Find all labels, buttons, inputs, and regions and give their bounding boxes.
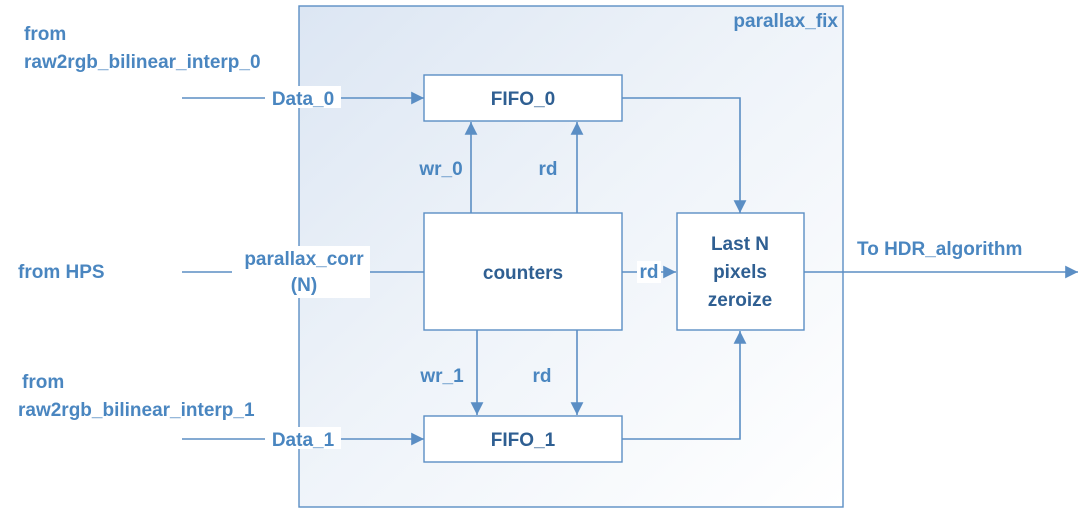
data0-label: Data_0: [272, 89, 334, 110]
wr1-label: wr_1: [419, 366, 464, 387]
fifo1-out-wire: [622, 331, 747, 440]
rd-mid-label: rd: [640, 262, 659, 283]
input1-source-label: raw2rgb_bilinear_interp_1: [18, 400, 255, 421]
input0-source-label: raw2rgb_bilinear_interp_0: [24, 52, 261, 73]
zeroize-label-line1: Last N: [711, 234, 769, 255]
fifo0-label: FIFO_0: [491, 89, 555, 110]
hps-source-label: from HPS: [18, 262, 105, 283]
counters-block: counters: [423, 212, 623, 331]
rd-bottom-label: rd: [533, 366, 552, 387]
counters-label: counters: [483, 263, 563, 284]
fifo0-out-wire: [622, 97, 747, 213]
parallax-n-label: (N): [291, 275, 317, 296]
zeroize-label-line3: zeroize: [708, 290, 772, 311]
output-label: To HDR_algorithm: [857, 239, 1022, 260]
input1-from-label: from: [22, 372, 64, 393]
input0-from-label: from: [24, 24, 66, 45]
zeroize-label-line2: pixels: [713, 262, 767, 283]
data1-label-bg: [265, 427, 341, 449]
fifo1-label: FIFO_1: [491, 430, 556, 451]
container-title: parallax_fix: [733, 11, 838, 32]
fifo1-block: FIFO_1: [423, 415, 623, 463]
fifo0-block: FIFO_0: [423, 74, 623, 122]
zeroize-block: Last N pixels zeroize: [676, 212, 805, 331]
rd-mid-label-bg: [637, 261, 661, 283]
data1-label: Data_1: [272, 430, 335, 451]
data0-label-bg: [265, 86, 341, 108]
wr0-label: wr_0: [418, 159, 462, 180]
parallax-corr-label-bg: [232, 246, 370, 298]
parallax-corr-label: parallax_corr: [244, 249, 364, 270]
rd-top-label: rd: [539, 159, 558, 180]
